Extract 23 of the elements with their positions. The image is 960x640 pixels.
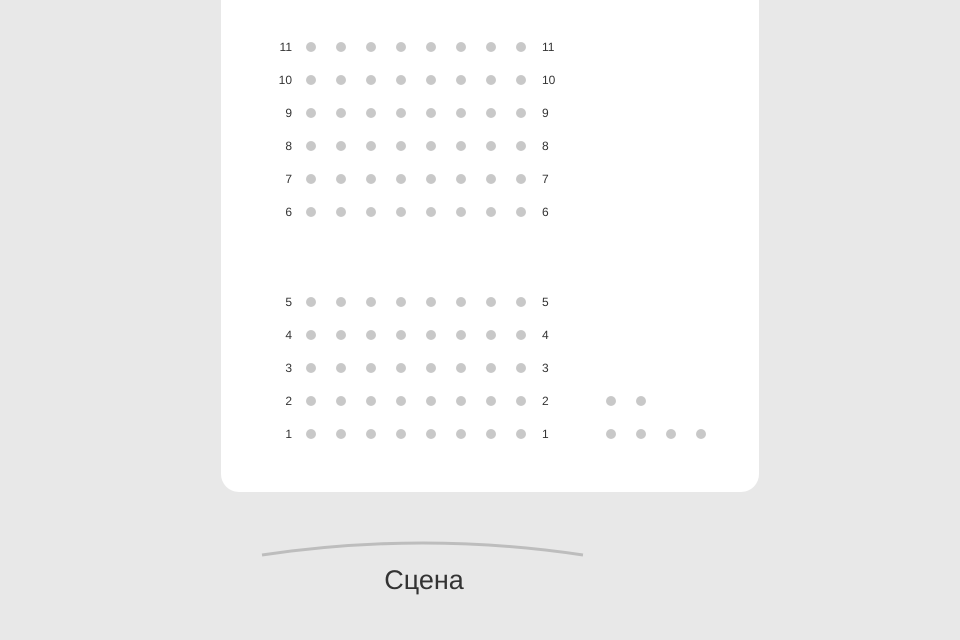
- row-number: 3: [285, 361, 292, 375]
- row-number: 7: [285, 172, 292, 186]
- row-number: 3: [542, 361, 549, 375]
- row-number: 4: [285, 328, 292, 342]
- row-number: 4: [542, 328, 549, 342]
- row-number: 6: [285, 205, 292, 219]
- row-number: 5: [285, 295, 292, 309]
- row-number: 7: [542, 172, 549, 186]
- row-number: 9: [542, 106, 549, 120]
- row-number: 10: [542, 73, 556, 87]
- row-number: 10: [278, 73, 292, 87]
- row-number: 1: [542, 427, 549, 441]
- row-number: 2: [542, 394, 549, 408]
- row-number: 1: [285, 427, 292, 441]
- row-number: 8: [542, 139, 549, 153]
- stage-label: Сцена: [384, 564, 464, 596]
- row-number: 8: [285, 139, 292, 153]
- row-number: 2: [285, 394, 292, 408]
- row-number: 11: [280, 40, 292, 54]
- row-number: 11: [542, 40, 554, 54]
- row-number: 6: [542, 205, 549, 219]
- row-number: 5: [542, 295, 549, 309]
- row-number: 9: [285, 106, 292, 120]
